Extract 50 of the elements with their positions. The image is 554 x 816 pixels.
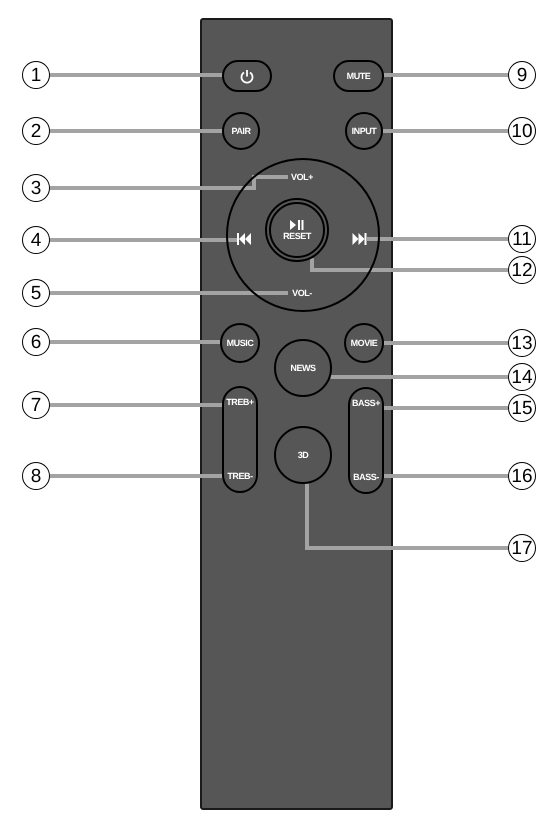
callout-number: 17 <box>508 534 536 562</box>
remote-button: NEWS <box>274 339 332 397</box>
leader-line <box>50 291 288 295</box>
remote-button: MUTE <box>333 60 384 92</box>
callout-number: 4 <box>22 226 50 254</box>
callout-number: 3 <box>22 174 50 202</box>
leader-line <box>384 406 508 410</box>
rocker-button: TREB+ TREB- <box>222 386 258 493</box>
key-label: VOL+ <box>288 171 316 183</box>
callout-number: 1 <box>22 61 50 89</box>
leader-line <box>50 403 222 407</box>
leader-line <box>367 237 508 241</box>
callout-number: 13 <box>508 329 536 357</box>
rocker-button: BASS+ BASS- <box>348 387 384 494</box>
remote-button: INPUT <box>345 112 383 150</box>
remote-button: MUSIC <box>220 323 260 363</box>
power-button <box>222 60 272 92</box>
leader-line <box>50 238 237 242</box>
leader-line <box>384 341 508 345</box>
leader-line <box>384 73 508 77</box>
navigation-ring <box>226 158 380 312</box>
remote-button: MOVIE <box>344 323 384 363</box>
callout-number: 5 <box>22 279 50 307</box>
leader-line <box>50 73 222 77</box>
skip-back-icon <box>237 233 251 245</box>
remote-button: RESET <box>265 198 329 262</box>
leader-line <box>330 375 508 379</box>
callout-number: 14 <box>508 363 536 391</box>
callout-number: 15 <box>508 394 536 422</box>
key-label: VOL- <box>288 287 316 299</box>
leader-line <box>384 474 508 478</box>
callout-number: 10 <box>508 117 536 145</box>
leader-line <box>383 129 508 133</box>
callout-number: 11 <box>508 225 536 253</box>
callout-number: 12 <box>508 256 536 284</box>
callout-number: 16 <box>508 462 536 490</box>
callout-number: 6 <box>22 328 50 356</box>
callout-number: 8 <box>22 462 50 490</box>
callout-number: 7 <box>22 391 50 419</box>
callout-number: 2 <box>22 117 50 145</box>
leader-line <box>310 258 508 272</box>
leader-line <box>50 340 220 344</box>
callout-number: 9 <box>508 61 536 89</box>
leader-line <box>50 129 222 133</box>
leader-line <box>50 175 288 190</box>
skip-forward-icon <box>352 233 367 245</box>
remote-button: PAIR <box>222 112 260 150</box>
leader-line <box>305 484 508 550</box>
remote-button: 3D <box>274 426 332 484</box>
leader-line <box>50 474 222 478</box>
